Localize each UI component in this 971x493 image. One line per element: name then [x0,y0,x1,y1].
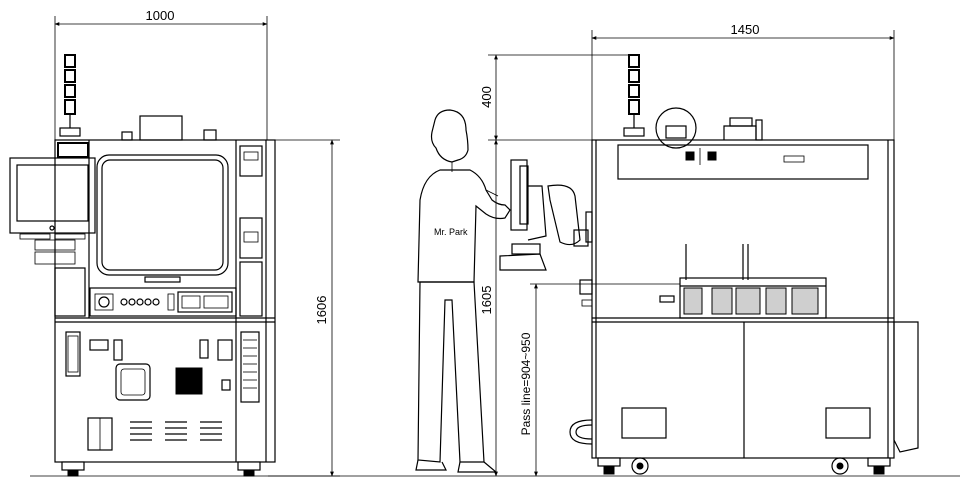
front-view: 1000 1606 [9,8,340,477]
side-lower-vent-right [825,407,871,439]
side-height-dimension: 1605 [479,139,498,477]
side-monitor-arm [499,159,589,271]
front-width-dimension: 1000 [54,8,268,140]
front-signal-tower [59,54,81,137]
conveyor-section [659,244,827,319]
side-width-label: 1450 [731,22,760,37]
front-height-label: 1606 [314,296,329,325]
tower-height-dimension: 400 [479,54,640,141]
front-height-dimension: 1606 [268,139,340,477]
front-monitor [9,157,96,240]
side-view: 1450 400 1605 Pass line=904~950 [479,22,919,477]
side-signal-tower [623,54,645,137]
person-figure: Mr. Park [415,109,511,473]
side-body [591,139,895,459]
reel [655,107,697,149]
side-height-label: 1605 [479,286,494,315]
front-control-panel [89,287,237,317]
front-window [96,154,229,276]
pass-line-dimension: Pass line=904~950 [519,283,592,477]
pass-line-label: Pass line=904~950 [519,332,533,435]
side-width-dimension: 1450 [591,22,895,140]
front-width-label: 1000 [146,8,175,23]
tower-height-label: 400 [479,86,494,108]
side-lower-vent-left [621,407,667,439]
person-label: Mr. Park [434,227,468,237]
